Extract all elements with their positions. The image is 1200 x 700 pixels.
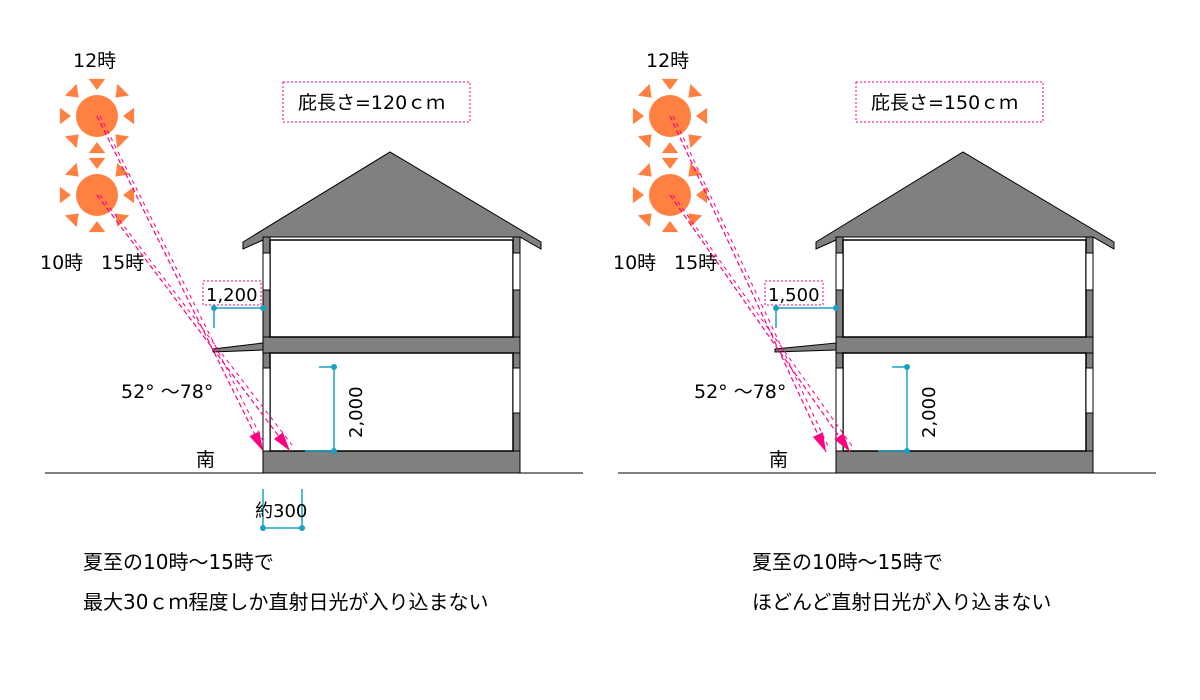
sun-ray-line bbox=[96, 194, 291, 452]
sun-ray-icon bbox=[637, 134, 652, 149]
sun-ray-icon bbox=[59, 107, 71, 125]
sun-ray-icon bbox=[637, 162, 652, 177]
title-box bbox=[855, 81, 1044, 123]
panel-2: 12時 10時 15時 庇長さ=150ｃｍ 1,500 2,000 52° ～78° 南夏至の… bbox=[613, 50, 1156, 614]
sun-ray-line bbox=[96, 115, 264, 452]
sun-ray-icon bbox=[696, 186, 708, 204]
sun-ray-icon bbox=[696, 107, 708, 125]
sun-ray-icon bbox=[88, 142, 106, 154]
dimension-point bbox=[260, 305, 266, 311]
window bbox=[262, 252, 271, 291]
sun-ray-icon bbox=[64, 134, 79, 149]
arrow-head-icon bbox=[249, 431, 263, 451]
dimension-point bbox=[299, 525, 305, 531]
south-direction-label: 南 bbox=[196, 449, 215, 471]
sun-ray-icon bbox=[115, 213, 130, 228]
sun-ray-icon bbox=[661, 142, 679, 154]
label-10h: 10時 bbox=[613, 252, 656, 274]
eave-length-title: 庇長さ=120ｃｍ bbox=[298, 92, 445, 114]
sun-ray-icon bbox=[632, 107, 644, 125]
sun-ray-icon bbox=[115, 134, 130, 149]
sun-ray-icon bbox=[88, 221, 106, 233]
overhang-dimension-label: 1,500 bbox=[768, 285, 820, 306]
upper-room bbox=[269, 239, 514, 338]
dimension-box bbox=[202, 280, 262, 306]
sun-angle-label: 52° ～78° bbox=[121, 381, 213, 403]
sun-ray-icon bbox=[661, 78, 679, 90]
overhang-dimension-label: 1,200 bbox=[206, 285, 258, 306]
foundation bbox=[835, 450, 1094, 474]
sun-ray-icon bbox=[637, 213, 652, 228]
window bbox=[512, 367, 521, 414]
sun-ray-icon bbox=[688, 83, 703, 98]
dimension-point bbox=[904, 364, 910, 370]
dimension-box bbox=[764, 280, 824, 306]
window bbox=[1085, 367, 1094, 414]
sun-ray-icon bbox=[59, 186, 71, 204]
label-10h: 10時 bbox=[40, 252, 83, 274]
height-dimension-label: 2,000 bbox=[919, 386, 940, 438]
floor-slab bbox=[262, 336, 521, 354]
height-dimension-label: 2,000 bbox=[346, 386, 367, 438]
window bbox=[512, 252, 521, 291]
caption-line-2: 最大30ｃｍ程度しか直射日光が入り込まない bbox=[83, 590, 488, 614]
panel-1: 12時 10時 15時 庇長さ=120ｃｍ 1,200 2,000 52° ～78° 南約30… bbox=[40, 50, 583, 614]
dimension-point bbox=[260, 525, 266, 531]
window bbox=[1085, 252, 1094, 291]
sun-ray-icon bbox=[637, 83, 652, 98]
sun-ray-icon bbox=[632, 186, 644, 204]
label-12h: 12時 bbox=[646, 50, 689, 72]
sun-ray-icon bbox=[88, 157, 106, 169]
sun-ray-icon bbox=[88, 78, 106, 90]
sun-angle-label: 52° ～78° bbox=[694, 381, 786, 403]
arrow-head-icon bbox=[812, 432, 826, 452]
sun-ray-icon bbox=[123, 107, 135, 125]
sun-ray-icon bbox=[115, 83, 130, 98]
lower-room bbox=[842, 352, 1087, 452]
floor-slab bbox=[835, 336, 1094, 354]
caption-line-1: 夏至の10時～15時で bbox=[752, 550, 943, 574]
foundation bbox=[262, 450, 521, 474]
sun-ray-line bbox=[672, 194, 853, 447]
roof bbox=[242, 151, 542, 250]
window bbox=[835, 367, 844, 452]
caption-line-2: ほどんど直射日光が入り込まない bbox=[752, 590, 1051, 614]
sun-ray-line bbox=[669, 115, 827, 453]
window bbox=[835, 252, 844, 291]
sun-ray-icon bbox=[64, 213, 79, 228]
dimension-point bbox=[331, 364, 337, 370]
dimension-point bbox=[833, 305, 839, 311]
dimension-point bbox=[211, 305, 217, 311]
window bbox=[262, 367, 271, 452]
dimension-point bbox=[904, 448, 910, 454]
penetration-label: 約300 bbox=[255, 501, 307, 522]
sun-ray-icon bbox=[123, 186, 135, 204]
sun-ray-line bbox=[669, 194, 851, 453]
eave-length-title: 庇長さ=150ｃｍ bbox=[871, 92, 1018, 114]
eave-overhang bbox=[212, 342, 264, 353]
arrow-head-icon bbox=[274, 432, 290, 451]
dimension-point bbox=[331, 448, 337, 454]
sun-ray-icon bbox=[661, 221, 679, 233]
label-12h: 12時 bbox=[73, 50, 116, 72]
sun-ray-icon bbox=[64, 83, 79, 98]
label-15h: 15時 bbox=[674, 252, 717, 274]
sun-ray-icon bbox=[688, 134, 703, 149]
arrow-head-icon bbox=[834, 433, 850, 452]
lower-room bbox=[269, 352, 514, 452]
roof bbox=[815, 151, 1115, 250]
upper-room bbox=[842, 239, 1087, 338]
sun-ray-line bbox=[99, 115, 266, 446]
sun-ray-icon bbox=[688, 213, 703, 228]
title-box bbox=[282, 81, 471, 123]
sun-ray-icon bbox=[115, 162, 130, 177]
dimension-point bbox=[773, 305, 779, 311]
sun-ray-icon bbox=[64, 162, 79, 177]
south-direction-label: 南 bbox=[769, 449, 788, 471]
label-15h: 15時 bbox=[101, 252, 144, 274]
sun-ray-icon bbox=[661, 157, 679, 169]
caption-line-1: 夏至の10時～15時で bbox=[83, 550, 274, 574]
eave-overhang bbox=[774, 342, 837, 353]
